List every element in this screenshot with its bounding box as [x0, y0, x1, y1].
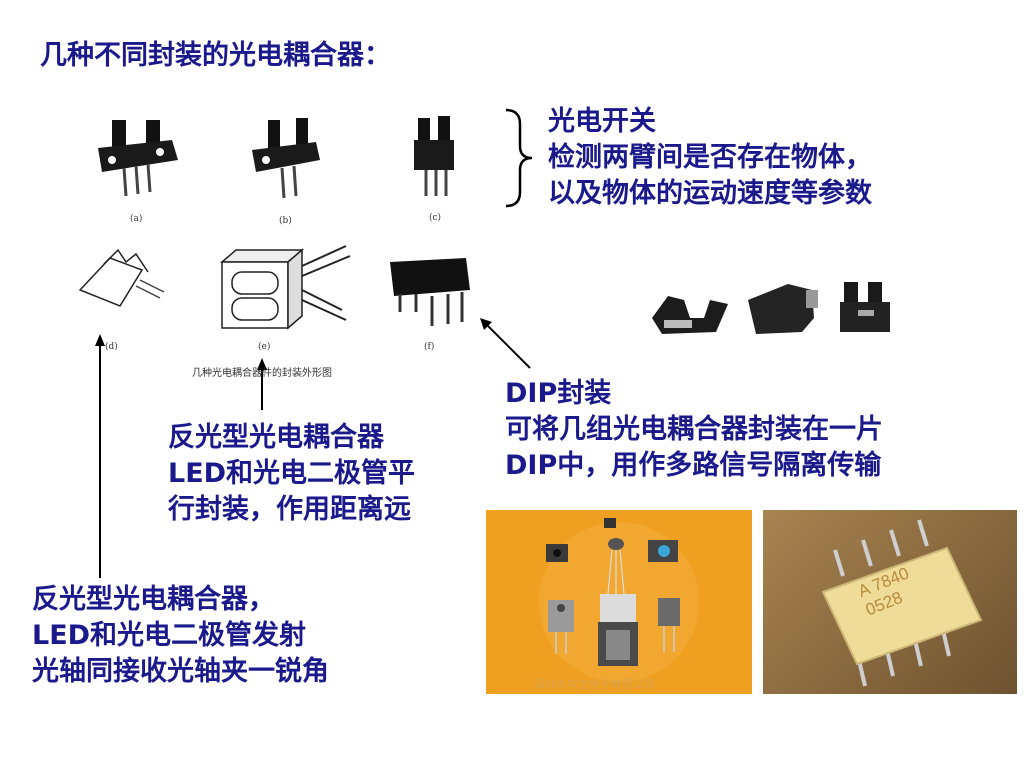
reflective-angle-line-3: 光轴同接收光轴夹一锐角 [32, 656, 329, 687]
dip-chip-graphic [821, 519, 983, 687]
caption-f: (f) [424, 342, 435, 352]
slotted-switch-c-icon [414, 116, 454, 196]
caption-d: (d) [105, 342, 118, 352]
reflective-angle-line-1: 反光型光电耦合器， [32, 584, 275, 615]
dip-line-2: DIP中，用作多路信号隔离传输 [505, 450, 882, 481]
reflective-parallel-line-2: LED和光电二极管平 [168, 458, 416, 489]
caption-b: (b) [279, 216, 292, 226]
reflective-angle-package-icon [78, 248, 165, 307]
caption-main: 几种光电耦合器件的封装外形图 [192, 368, 332, 379]
dip-line-1: 可将几组光电耦合器封装在一片 [505, 414, 883, 445]
product-photo: 深圳市东宝电子有限公司 [486, 510, 752, 694]
slot-switch-photo-2-icon [748, 284, 818, 334]
slide-title: 几种不同封装的光电耦合器： [40, 38, 391, 74]
switch-line-2: 以及物体的运动速度等参数 [548, 178, 872, 209]
dip-heading: DIP封装 [505, 378, 612, 409]
switch-description: 光电开关 检测两臂间是否存在物体， 以及物体的运动速度等参数 [548, 104, 872, 212]
arrow-to-dip-icon [480, 318, 531, 369]
dip-package-icon [390, 258, 470, 326]
caption-e: (e) [258, 342, 271, 352]
slotted-switch-a-icon [98, 120, 178, 197]
reflective-parallel-package-icon [219, 245, 351, 330]
photo-watermark: 深圳市东宝电子有限公司 [534, 678, 655, 691]
slotted-switch-b-icon [252, 118, 320, 199]
slot-switch-photo-1-icon [652, 296, 728, 334]
brace-icon [505, 108, 533, 208]
switch-heading: 光电开关 [548, 106, 656, 137]
caption-a: (a) [130, 214, 143, 224]
components-graphic [539, 518, 699, 682]
dip-description: DIP封装 可将几组光电耦合器封装在一片 DIP中，用作多路信号隔离传输 [505, 376, 883, 484]
reflective-parallel-description: 反光型光电耦合器 LED和光电二极管平 行封装，作用距离远 [168, 420, 415, 528]
caption-c: (c) [429, 213, 442, 223]
slide-title-text: 几种不同封装的光电耦合器： [40, 40, 391, 71]
slot-switch-photo-3-icon [840, 282, 890, 332]
chip-photo: A 7840 0528 [763, 510, 1017, 694]
switch-line-1: 检测两臂间是否存在物体， [548, 142, 872, 173]
reflective-parallel-line-1: 反光型光电耦合器 [168, 422, 384, 453]
reflective-angle-description: 反光型光电耦合器， LED和光电二极管发射 光轴同接收光轴夹一锐角 [32, 582, 329, 690]
arrow-to-parallel-icon [257, 358, 267, 410]
arrow-to-angle-icon [95, 334, 105, 578]
reflective-angle-line-2: LED和光电二极管发射 [32, 620, 307, 651]
reflective-parallel-line-3: 行封装，作用距离远 [168, 494, 411, 525]
